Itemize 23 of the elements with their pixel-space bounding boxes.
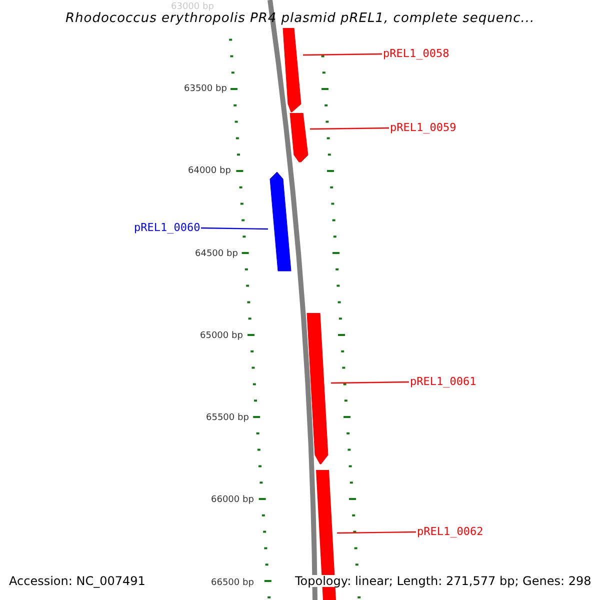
gene-feature bbox=[289, 113, 310, 163]
scale-label: 66500 bp bbox=[211, 579, 254, 588]
leader-line bbox=[303, 53, 382, 56]
gene-feature bbox=[268, 171, 293, 273]
scale-label: 63500 bp bbox=[184, 85, 227, 94]
scale-label: 65000 bp bbox=[200, 332, 243, 341]
gene-label: pREL1_0060 bbox=[134, 222, 200, 234]
leader-line bbox=[337, 531, 416, 534]
leader-line bbox=[201, 227, 268, 230]
leader-line bbox=[331, 381, 409, 384]
scale-label: 64500 bp bbox=[195, 250, 238, 259]
info-text: Accession: NC_007491 bbox=[9, 575, 146, 587]
gene-label: pREL1_0061 bbox=[410, 376, 476, 388]
leader-line bbox=[310, 127, 389, 130]
gene-feature bbox=[306, 313, 331, 466]
gene-label: pREL1_0062 bbox=[417, 526, 484, 538]
scale-label: 64000 bp bbox=[188, 167, 231, 176]
gene-label: pREL1_0059 bbox=[390, 122, 456, 134]
scale-label: 66000 bp bbox=[211, 496, 254, 505]
scale-label: 65500 bp bbox=[206, 414, 249, 423]
title: Rhodococcus erythropolis PR4 plasmid pREL1, complete sequenc... bbox=[66, 12, 535, 25]
info-text: Topology: linear; Length: 271,577 bp; Genes: 298 bbox=[295, 575, 592, 587]
gene-label: pREL1_0058 bbox=[383, 48, 450, 60]
